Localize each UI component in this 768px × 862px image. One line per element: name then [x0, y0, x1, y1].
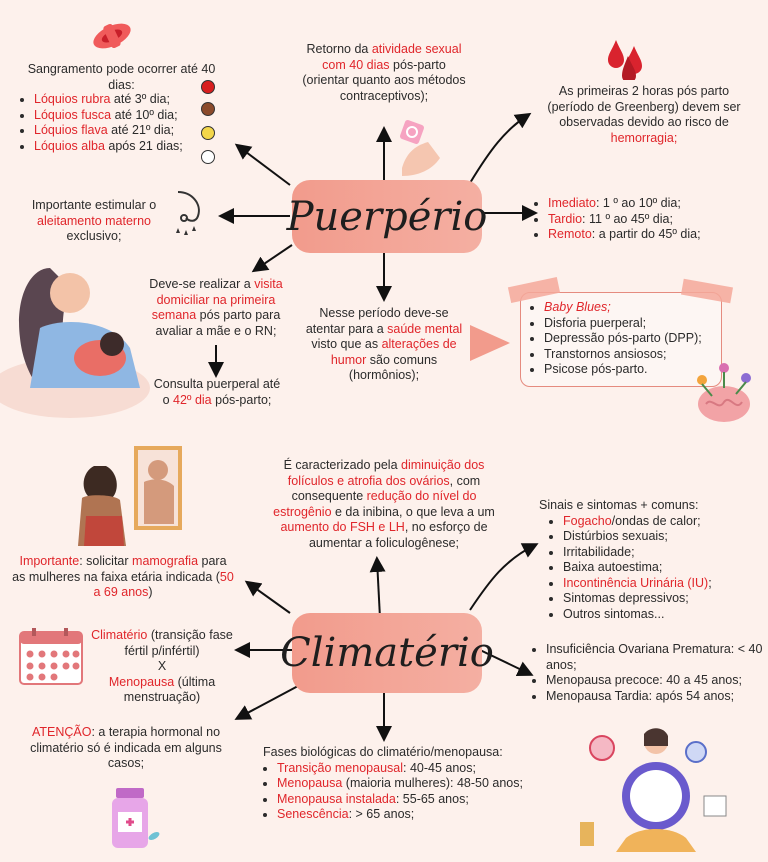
list-item: Outros sintomas... [563, 607, 759, 623]
list-item: Psicose pós-parto. [544, 362, 720, 378]
list-item: Menopausa instalada: 55-65 anos; [277, 792, 563, 808]
greenberg-text: As primeiras 2 horas pós parto (período … [547, 84, 741, 145]
sanitary-pad-icon [93, 23, 131, 49]
arrow-greenberg [469, 112, 532, 184]
list-item: Incontinência Urinária (IU); [563, 576, 759, 592]
mental-disorders-box [520, 292, 722, 387]
consult-text: Consulta puerperal até o 42º dia pós-par… [153, 377, 281, 407]
visit-text: Deve-se realizar a visita domiciliar na … [149, 277, 283, 338]
arrow-attention [234, 685, 299, 720]
arrow-visit [251, 244, 293, 273]
pill-bottle-icon [112, 788, 160, 848]
list-item: Tardio: 11 º ao 45º dia; [548, 212, 754, 228]
bleeding-block: Sangramento pode ocorrer até 40 dias: [14, 62, 229, 93]
menopause-woman-illustration [580, 728, 727, 852]
symptoms-block: Sinais e sintomas + comuns: Fogacho/onda… [539, 498, 759, 622]
periods-list: Imediato: 1 º ao 10º dia; Tardio: 11 º a… [534, 196, 754, 243]
arrow-bleeding [234, 143, 291, 186]
mental-health-text: Nesse período deve-se atentar para a saú… [305, 306, 463, 382]
list-item: Lóquios flava até 21º dia; [34, 123, 220, 139]
list-item: Lóquios rubra até 3º dia; [34, 92, 220, 108]
definition-text: É caracterizado pela diminuição dos folí… [273, 458, 495, 550]
list-item: Remoto: a partir do 45º dia; [548, 227, 754, 243]
arrow-definition [369, 556, 386, 619]
hand-condom-icon [400, 120, 440, 176]
phases-intro: Fases biológicas do climatério/menopausa… [263, 745, 503, 759]
blood-drops-icon [608, 40, 642, 80]
arrow-symptoms [469, 543, 539, 611]
list-item: Lóquios fusca até 10º dia; [34, 108, 220, 124]
list-item: Senescência: > 65 anos; [277, 807, 563, 823]
chevron-arrow [470, 325, 510, 361]
calendar-icon [19, 628, 83, 685]
mammography-text: Importante: solicitar mamografia para as… [12, 554, 234, 599]
menopause-types-list: Insuficiência Ovariana Prematura: < 40 a… [532, 642, 764, 704]
brain-flowers-icon [697, 363, 751, 422]
mental-disorders-list: Baby Blues; Disforia puerperal; Depressã… [530, 300, 720, 378]
list-item: Menopausa Tardia: após 54 anos; [546, 689, 764, 705]
return-activity-text: Retorno da atividade sexual com 40 dias … [302, 42, 466, 103]
breastfeeding-text: Importante estimular o aleitamento mater… [31, 198, 157, 243]
list-item: Distúrbios sexuais; [563, 529, 759, 545]
arrow-menopause-types [479, 649, 534, 677]
list-item: Insuficiência Ovariana Prematura: < 40 a… [546, 642, 764, 673]
attention-text: ATENÇÃO: a terapia hormonal no climatéri… [30, 725, 222, 770]
list-item: Menopausa precoce: 40 a 45 anos; [546, 673, 764, 689]
color-swatch-alba [201, 150, 215, 164]
transition-text: Climatério (transição fase fértil p/infé… [91, 628, 233, 704]
list-item: Disforia puerperal; [544, 316, 720, 332]
bleeding-list: Lóquios rubra até 3º dia; Lóquios fusca … [20, 92, 220, 154]
bleeding-intro: Sangramento pode ocorrer até 40 dias: [27, 62, 216, 92]
breast-milk-icon [176, 191, 200, 235]
list-item: Baixa autoestima; [563, 560, 759, 576]
breastfeeding-mother-illustration [0, 268, 150, 418]
phases-block: Fases biológicas do climatério/menopausa… [263, 745, 563, 823]
list-item: Lóquios alba após 21 dias; [34, 139, 220, 155]
climaterio-title-box: Climatério [280, 613, 494, 693]
list-item: Depressão pós-parto (DPP); [544, 331, 720, 347]
list-item: Menopausa (maioria mulheres): 48-50 anos… [277, 776, 563, 792]
color-swatch-rubra [201, 80, 215, 94]
list-item: Transição menopausal: 40-45 anos; [277, 761, 563, 777]
puerperio-title-box: Puerpério [287, 180, 487, 253]
woman-mirror-illustration [78, 446, 182, 546]
list-item: Transtornos ansiosos; [544, 347, 720, 363]
color-swatch-flava [201, 126, 215, 140]
puerperio-title: Puerpério [286, 193, 488, 240]
list-item: Fogacho/ondas de calor; [563, 514, 759, 530]
list-item: Imediato: 1 º ao 10º dia; [548, 196, 754, 212]
arrow-mammo [244, 580, 291, 614]
list-item: Irritabilidade; [563, 545, 759, 561]
climaterio-title: Climatério [280, 630, 494, 676]
list-item: Baby Blues; [544, 300, 720, 316]
list-item: Sintomas depressivos; [563, 591, 759, 607]
symptoms-intro: Sinais e sintomas + comuns: [539, 498, 699, 512]
color-swatch-fusca [201, 102, 215, 116]
